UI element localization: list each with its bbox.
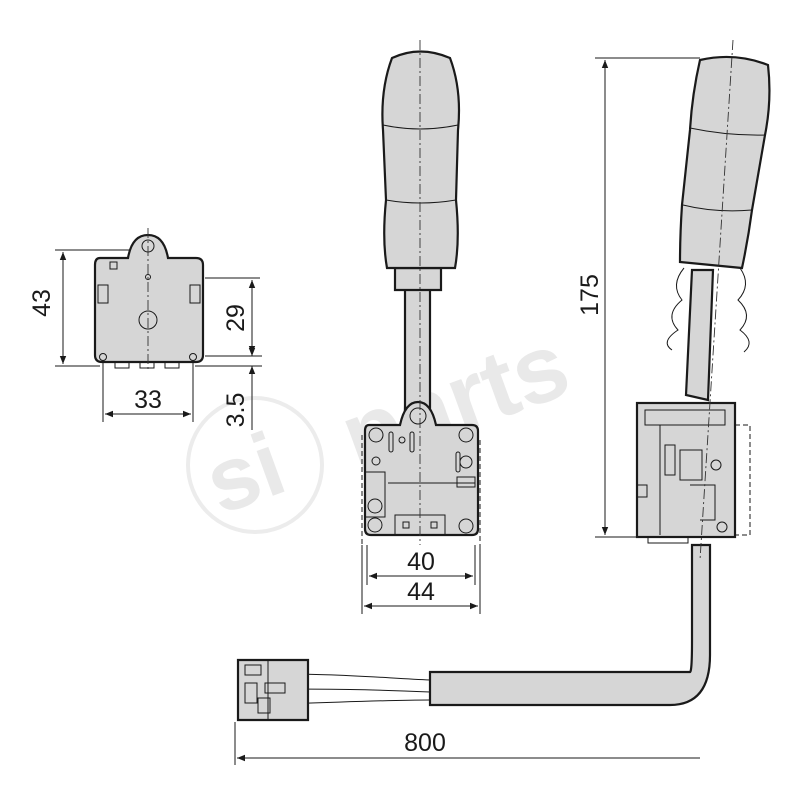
side-view <box>93 228 205 370</box>
svg-text:800: 800 <box>404 729 446 757</box>
svg-text:29: 29 <box>222 304 250 332</box>
svg-text:si: si <box>193 414 298 534</box>
side-view-assembly <box>236 39 771 722</box>
svg-text:175: 175 <box>576 274 604 316</box>
svg-text:33: 33 <box>134 386 162 414</box>
svg-text:40: 40 <box>407 548 435 576</box>
dimension-33: 33 <box>102 360 194 422</box>
svg-text:3.5: 3.5 <box>222 393 250 428</box>
dimension-44: 44 <box>361 545 481 614</box>
dimension-800: 800 <box>234 722 700 765</box>
front-view-lever <box>361 40 481 545</box>
svg-text:44: 44 <box>407 578 435 606</box>
dimension-40: 40 <box>366 545 476 585</box>
dimension-3.5: 3.5 <box>222 340 256 430</box>
dimension-175: 175 <box>576 57 700 538</box>
svg-text:43: 43 <box>28 289 56 317</box>
dimension-43: 43 <box>28 249 130 367</box>
